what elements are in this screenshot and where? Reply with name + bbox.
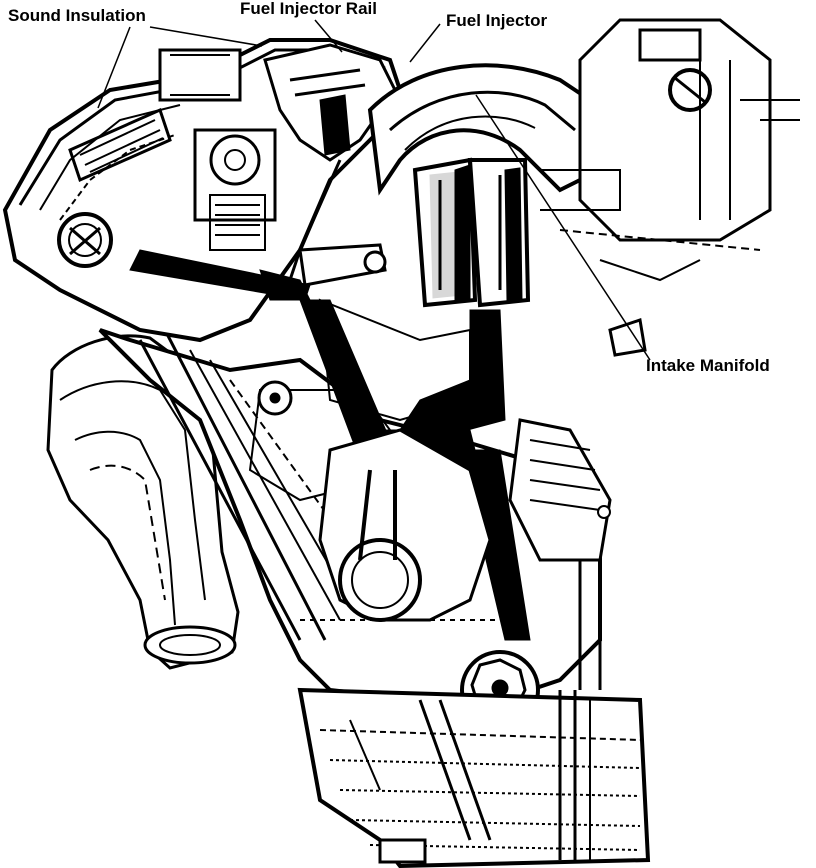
intake-runner: [367, 63, 603, 308]
leader-lines: [97, 19, 651, 361]
fuel-injector-rail-label: Fuel Injector Rail: [240, 0, 377, 18]
fuel-injector-label: Fuel Injector: [446, 11, 548, 30]
fuel-injector-assembly: [263, 43, 397, 287]
right-cylinder-bank: [508, 418, 612, 690]
sound-insulation-label: Sound Insulation: [8, 6, 146, 25]
intake-manifold-label: Intake Manifold: [646, 356, 770, 375]
oil-pan: [297, 687, 651, 868]
exhaust-pipe: [46, 334, 240, 670]
piston-and-rod: [300, 428, 520, 622]
throttle-body: [540, 18, 800, 357]
